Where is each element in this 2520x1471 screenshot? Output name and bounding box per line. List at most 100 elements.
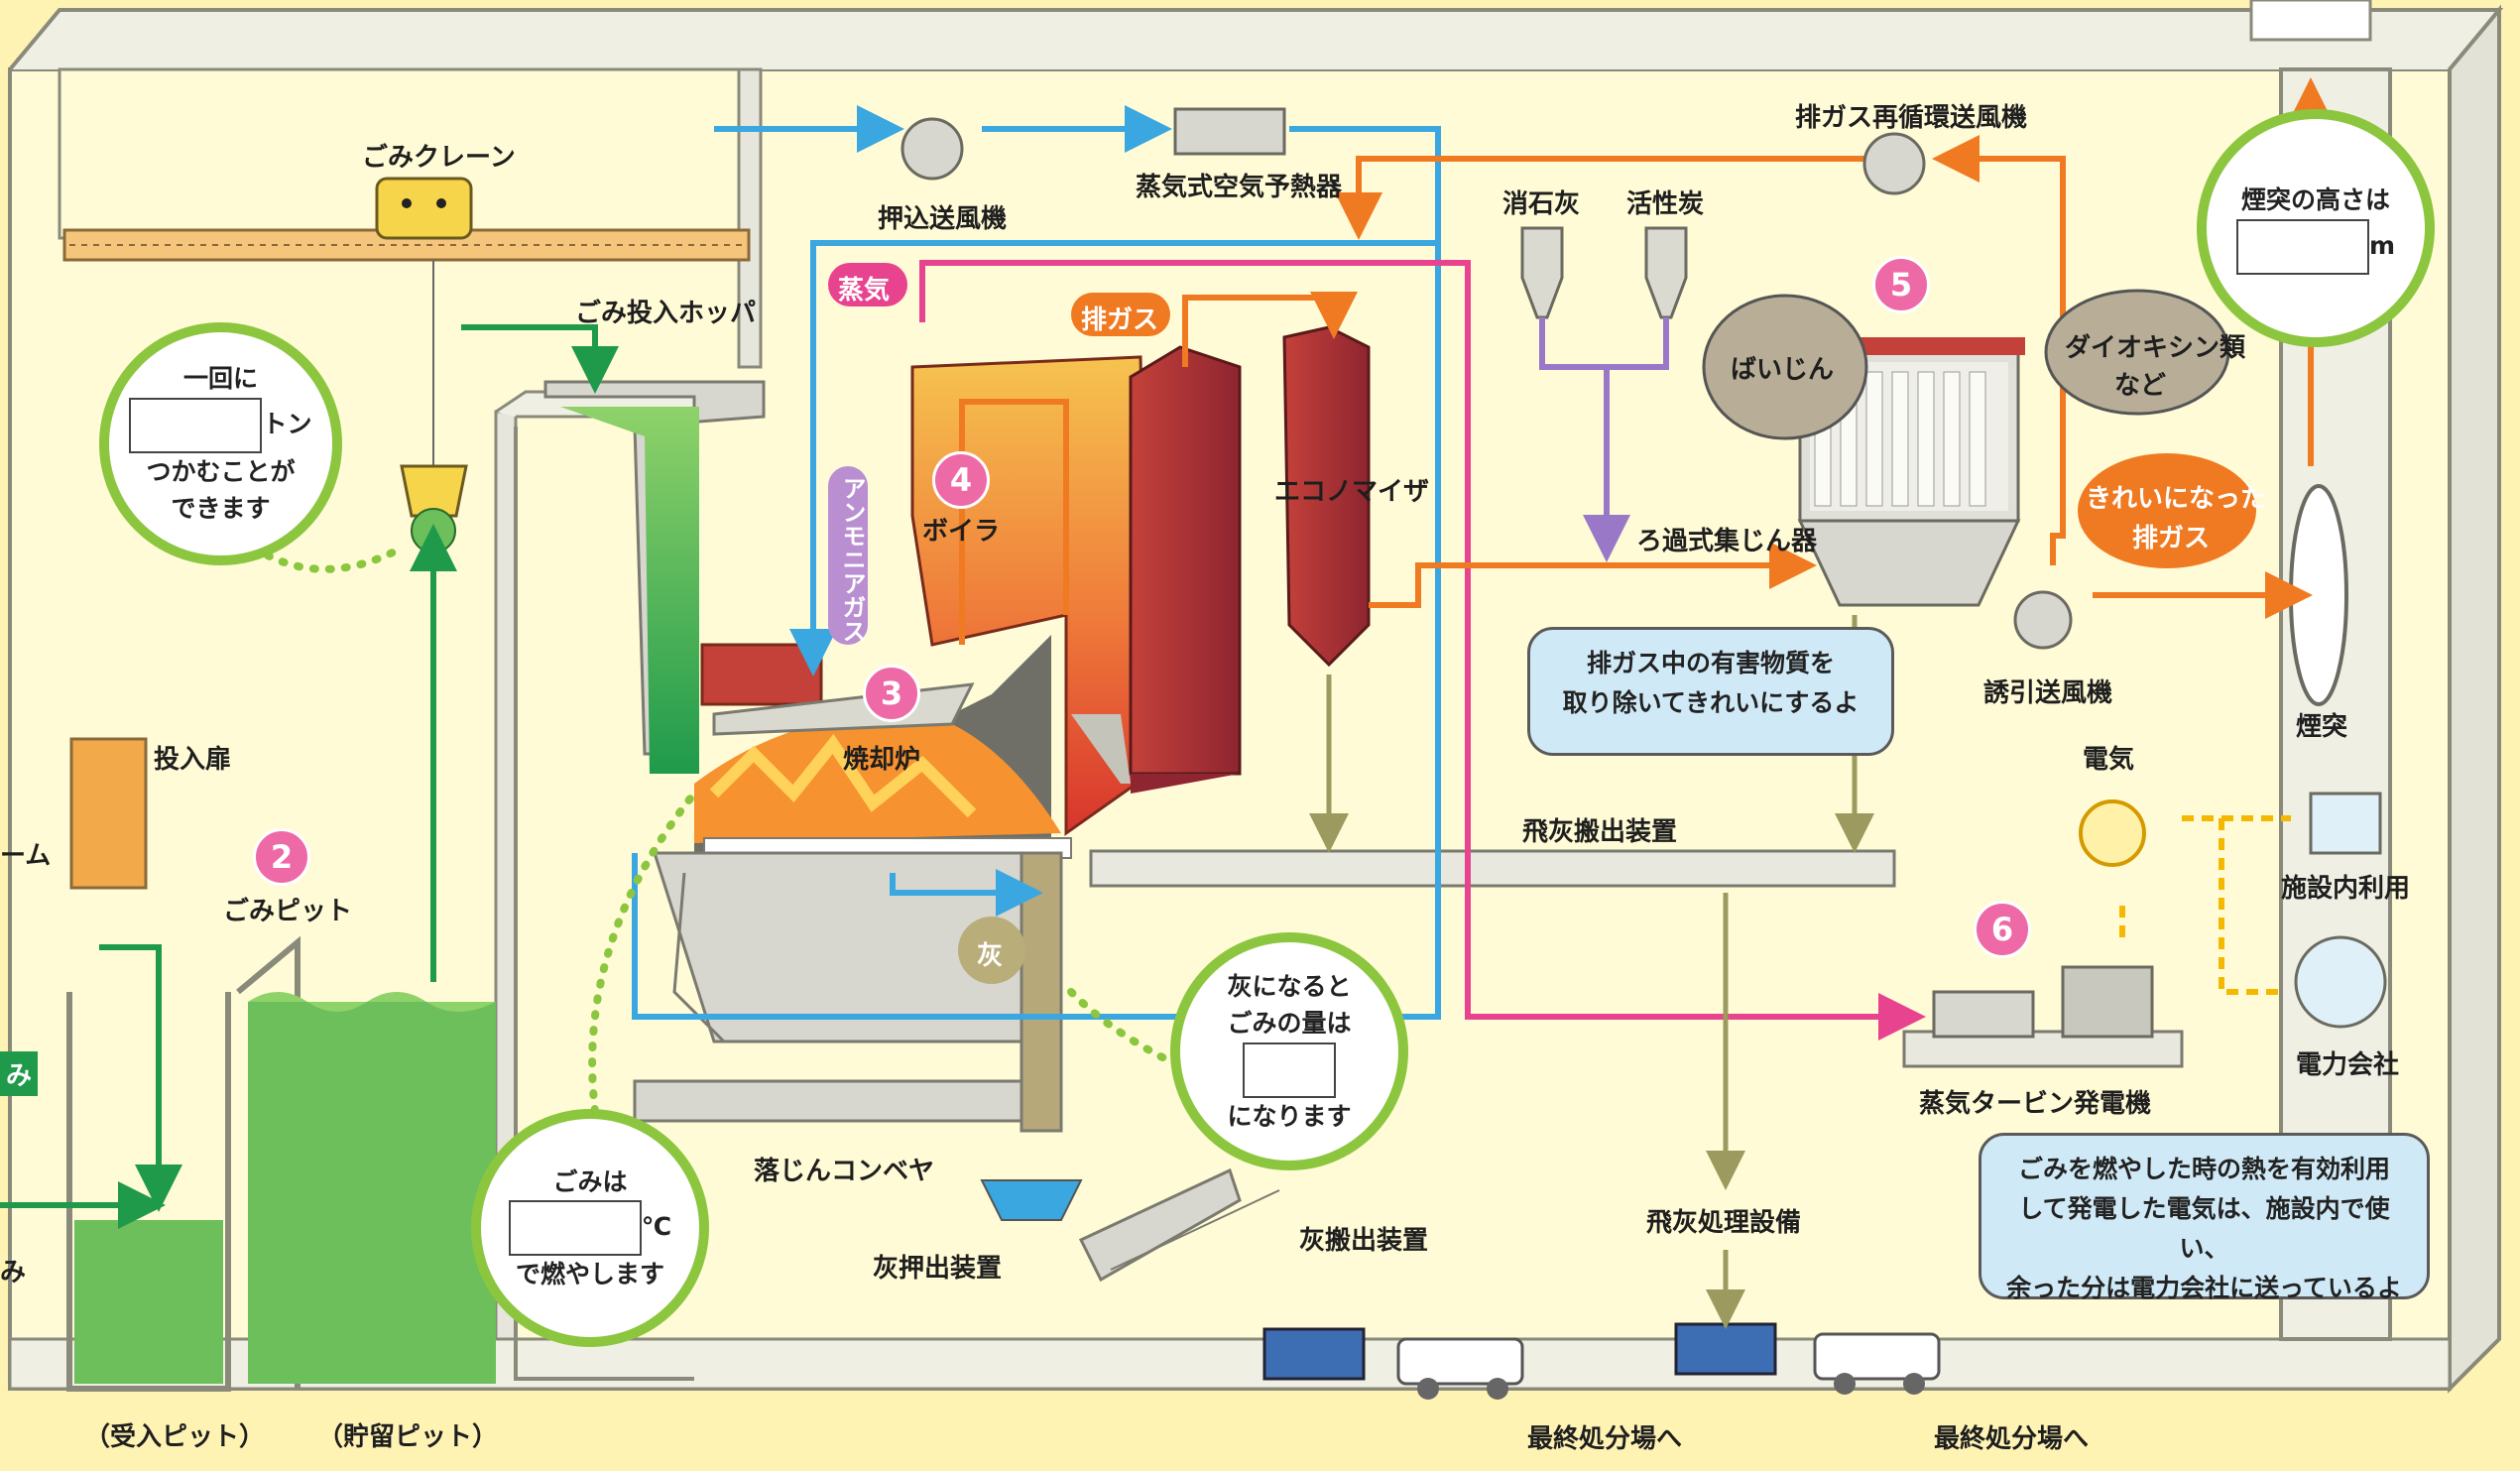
landfill-label-1: 最終処分場へ [1527,1424,1683,1454]
step-5-badge: 5 [1872,256,1930,313]
filter-bubble-line2: 取り除いてきれいにするよ [1562,688,1860,717]
lime-label: 消石灰 [1502,189,1581,219]
edge-label-gomi-2: み [0,1258,27,1287]
clean-gas-label-2: 排ガス [2132,524,2211,553]
factory-icon [2309,792,2382,855]
fly-ash-conveyor-belt [1089,849,1896,888]
landfill-label-2: 最終処分場へ [1934,1424,2090,1454]
callout-connectors [264,547,1174,1115]
recirc-fan-label: 排ガス再循環送風機 [1795,103,2028,133]
dust-bubble [1702,294,1868,440]
pit-label: ごみピット [223,897,353,926]
power-bubble-line2: して発電した電気は、施設内で使い、 [2018,1194,2390,1263]
crane-unit: トン [262,409,312,438]
ammonia-label: アンモニアガス [838,476,866,643]
ash-callout-line2: ごみの量は [1227,1009,1352,1039]
fly-ash-conveyor-label: 飛灰搬出装置 [1522,817,1678,847]
exhaust-gas-label: 排ガス [1081,306,1159,335]
incinerator-label: 焼却炉 [843,745,921,775]
garbage-pit [66,737,496,1392]
air-preheater-icon [1173,107,1286,156]
temp-callout-answer-row: ℃ [508,1200,672,1256]
dioxin-label-2: など [2114,371,2167,401]
filter-bubble-line1: 排ガス中の有害物質を [1586,649,1835,677]
air-flow-lines [632,105,1441,1020]
step-2-badge: 2 [253,828,310,886]
onsite-use-label: 施設内利用 [2281,874,2411,904]
bag-filter-label: ろ過式集じん器 [1636,527,1818,556]
power-bubble-line3: 余った分は電力会社に送っているよ [2006,1274,2402,1302]
hopper-label: ごみ投入ホッパ [575,299,757,328]
boiler-label: ボイラ [922,517,1001,547]
receiving-pit-label: （受入ピット） [84,1422,266,1452]
crane-answer-box[interactable] [129,397,263,453]
step-4-badge: 4 [932,451,990,509]
chimney-unit: m [2368,230,2396,260]
steam-pill [828,263,907,306]
turbine-generator [1902,965,2184,1068]
exhaust-lines [959,77,2335,645]
air-preheater-label: 蒸気式空気予熱器 [1136,173,1343,202]
turbine-label: 蒸気タービン発電機 [1919,1089,2152,1119]
charging-door [69,737,148,890]
chimney-callout-answer-row: m [2235,218,2396,275]
edge-label-room: ーム [0,841,52,871]
economizer-label: エコノマイザ [1274,477,1430,507]
dioxin-label-1: ダイオキシン類 [2065,333,2246,363]
steam-label: 蒸気 [838,276,891,306]
recirc-fan-icon [1862,132,1926,195]
temp-callout-line1: ごみは [552,1166,628,1196]
chemical-silos [1520,226,1688,319]
electricity-lines [2119,815,2291,995]
power-company-label: 電力会社 [2296,1050,2400,1080]
temperature-answer-box[interactable] [508,1200,642,1256]
dust-label: ばいじん [1731,355,1835,385]
crane-callout-line1: 一回に [182,364,258,394]
clean-gas-bubble [2078,453,2256,568]
filter-explanation-bubble: 排ガス中の有害物質を 取り除いてきれいにするよ [1527,627,1894,756]
chemical-lines [1539,317,1669,562]
ash-badge [958,917,1025,984]
ammonia-pill [828,466,868,645]
ash-volume-callout: 灰になると ごみの量は になります [1170,932,1408,1170]
lightbulb-icon [2079,799,2146,867]
chimney-callout-line1: 煙突の高さは [2240,185,2390,215]
chimney-label: 煙突 [2296,712,2348,742]
charging-door-label: 投入扉 [154,745,232,775]
clean-gas-label-1: きれいになった [2086,484,2267,514]
ash-carrier-label: 灰搬出装置 [1299,1226,1429,1256]
ash-hoppers [633,851,1280,1283]
truck-1 [1262,1327,1524,1400]
step-6-badge: 6 [1974,901,2031,958]
hopper-and-chute [514,380,766,1381]
ash-callout-line1: 灰になると [1227,971,1352,1001]
step-3-badge: 3 [863,665,920,722]
crane-callout-answer-row: トン [129,397,312,453]
chimney-answer-box[interactable] [2235,218,2369,275]
ash-callout-answer-row [1243,1042,1336,1098]
power-explanation-bubble: ごみを燃やした時の熱を有効利用 して発電した電気は、施設内で使い、 余った分は電… [1979,1133,2430,1302]
fly-ash-treatment-label: 飛灰処理設備 [1646,1208,1802,1238]
garbage-lines [0,324,619,1229]
steam-lines [919,260,1926,1041]
ash-callout-line3: になります [1227,1101,1352,1131]
induced-fan-icon [2013,590,2073,650]
ash-answer-box[interactable] [1243,1042,1336,1098]
exhaust-pill [1071,293,1170,336]
crane-callout-line3: できます [171,494,271,524]
temp-unit: ℃ [641,1212,672,1241]
office-building-icon [2294,935,2387,1029]
truck-2 [1674,1322,1941,1395]
temperature-callout: ごみは ℃ で燃やします [471,1109,709,1347]
crane-label: ごみクレーン [362,143,516,173]
crane-callout-line2: つかむことが [146,456,296,486]
grate-conveyor-label: 落じんコンベヤ [754,1157,935,1186]
chimney-height-callout: 煙突の高さは m [2197,109,2435,347]
ash-label: 灰 [977,941,1004,971]
crane-callout: 一回に トン つかむことが できます [99,322,342,565]
induced-fan-label: 誘引送風機 [1983,678,2113,708]
carbon-label: 活性炭 [1626,189,1705,219]
storage-pit-label: （貯留ピット） [317,1422,499,1452]
push-fan-icon [900,117,964,181]
dioxin-bubble [2044,289,2230,416]
